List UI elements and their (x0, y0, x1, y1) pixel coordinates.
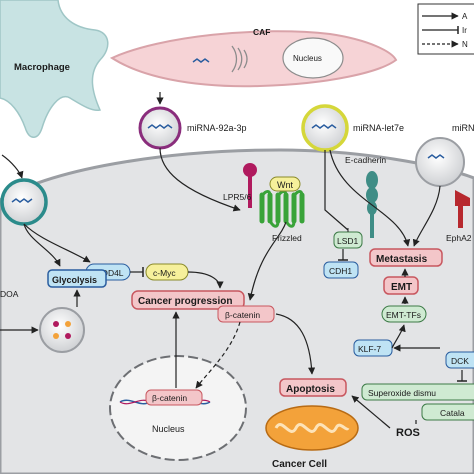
caf-golgi (231, 45, 248, 73)
superoxide-label: Superoxide dismu (368, 388, 436, 398)
nedd4l-label: NEDD4L (90, 268, 124, 278)
lpr-receptor (243, 163, 257, 208)
doa-label: DOA (0, 289, 19, 299)
metastasis-label: Metastasis (376, 254, 428, 265)
cdh1-node (323, 261, 359, 279)
legend-item-inhibition: Ir (462, 26, 467, 35)
macrophage-cell (0, 0, 109, 138)
exosome-macrophage (0, 178, 48, 226)
apoptosis-node (279, 378, 347, 397)
mirna-let7e-label: miRNA-let7e (353, 123, 404, 133)
beta-catenin-node (217, 305, 275, 323)
nucleus-label: Nucleus (152, 424, 185, 434)
exosome-mirna-let7e (301, 104, 349, 152)
superoxide-node (361, 383, 474, 401)
exosome-mirna-cut (415, 137, 465, 187)
mirna-92a-label: miRNA-92a-3p (187, 123, 247, 133)
cmyc-label: c-Myc (153, 268, 176, 278)
caf-mirna-strand (192, 58, 210, 63)
legend-item-activation: A (462, 12, 468, 21)
apoptosis-label: Apoptosis (286, 384, 335, 395)
cancer-progression-label: Cancer progression (138, 296, 232, 307)
frizzled-label: Frizzled (272, 233, 302, 243)
mitochondrion (265, 405, 359, 451)
ecadherin-receptor (366, 171, 378, 238)
cancer-cell-label: Cancer Cell (272, 459, 327, 470)
macrophage-label: Macrophage (14, 62, 70, 73)
emt-label: EMT (391, 282, 412, 293)
lpr-label: LPR5/6 (223, 192, 252, 202)
caf-label: CAF (253, 27, 270, 37)
epha2-receptor (455, 190, 470, 228)
exosome-mirna-92a (138, 106, 182, 150)
beta-catenin-nuclear-label: β-catenin (152, 393, 187, 403)
dck-label: DCK (451, 356, 469, 366)
caf-cell (109, 30, 398, 88)
catalase-node (421, 403, 474, 421)
glycolysis-node (47, 269, 107, 288)
ecadherin-label: E-cadherin (345, 155, 386, 165)
emt-tfs-label: EMT-TFs (386, 310, 421, 320)
epha2-label: EphA2 (446, 233, 472, 243)
cancer-nucleus (109, 355, 247, 461)
metastasis-node (369, 248, 443, 267)
metabolite-vesicle (39, 307, 85, 353)
beta-catenin-nuclear-node (145, 389, 203, 406)
wnt-node (269, 176, 301, 192)
emt-tfs-node (381, 305, 427, 323)
ros-label: ROS (396, 427, 420, 439)
legend-item-indirect: N (462, 40, 468, 49)
cdh1-label: CDH1 (329, 266, 352, 276)
mirna-cut-label: miRN (452, 123, 474, 133)
frizzled-receptor (259, 192, 305, 224)
glycolysis-label: Glycolysis (52, 275, 97, 285)
cancer-progression-node (131, 290, 245, 310)
caf-nucleus (282, 37, 344, 79)
emt-node (383, 276, 419, 295)
caf-nucleus-label: Nucleus (293, 54, 322, 63)
lsd1-label: LSD1 (337, 236, 359, 246)
dck-node (445, 351, 474, 369)
legend: A Ir N (417, 3, 474, 55)
wnt-label: Wnt (277, 180, 294, 190)
beta-catenin-label: β-catenin (225, 310, 260, 320)
klf7-label: KLF-7 (358, 344, 381, 354)
catalase-label: Catala (440, 408, 465, 418)
